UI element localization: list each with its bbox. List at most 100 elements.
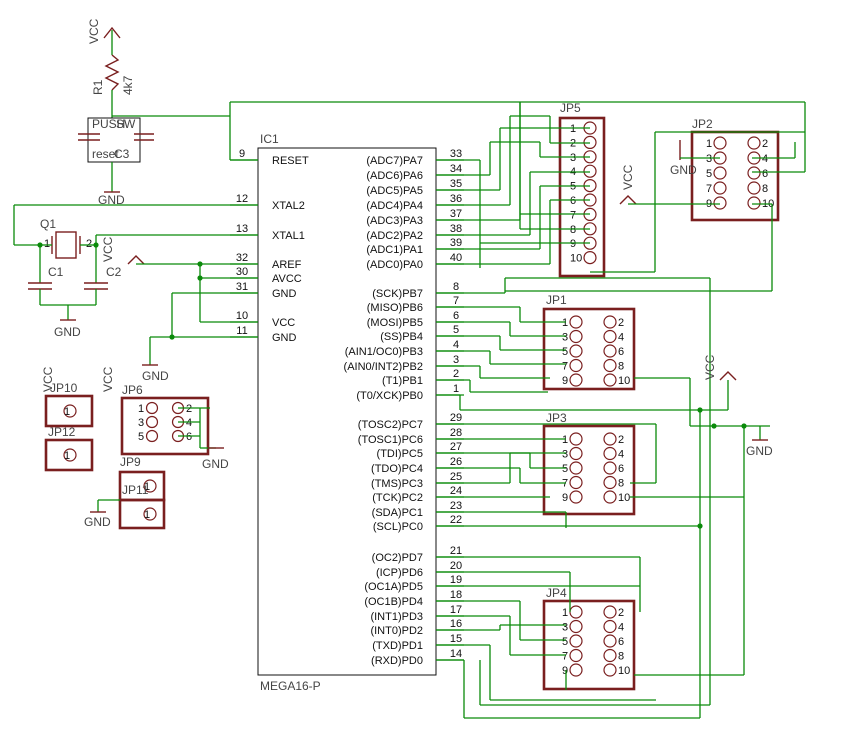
jp1-pin-number: 3 bbox=[562, 332, 568, 344]
jp2-pin-pad bbox=[747, 166, 761, 180]
ic1-pin-name: (SDA)PC1 bbox=[372, 507, 423, 519]
q1-label: Q1 bbox=[40, 217, 56, 231]
jp6-label: JP6 bbox=[122, 383, 143, 397]
ic1-pin-name: (ADC0)PA0 bbox=[366, 259, 423, 271]
jp1-pin-number: 6 bbox=[618, 346, 624, 358]
ic1-pin-number: 23 bbox=[450, 500, 462, 512]
jp4-pin-pad bbox=[603, 619, 617, 634]
ic1-pin-name: (TDO)PC4 bbox=[371, 463, 423, 475]
jp4-pin-pad bbox=[569, 663, 583, 677]
jp1-pin-pad bbox=[603, 358, 617, 373]
jp4-pin-pad bbox=[603, 663, 617, 677]
jp10-label: JP10 bbox=[50, 381, 78, 395]
jp2-pin-pad bbox=[713, 166, 727, 180]
jp3-pin-pad bbox=[603, 461, 617, 475]
ic1-pin-number: 22 bbox=[450, 514, 462, 526]
ic1-pin-number: 10 bbox=[236, 310, 248, 322]
ic1-pin-name: (T1)PB1 bbox=[382, 375, 423, 387]
ic1-pin-number: 16 bbox=[450, 618, 462, 630]
ic1-pin-number: 32 bbox=[236, 252, 248, 264]
crystal-gnd-label: GND bbox=[54, 325, 81, 339]
jp5-pin-pad bbox=[583, 164, 597, 178]
ic1-pin-number: 2 bbox=[453, 368, 459, 380]
ic1-pin-number: 31 bbox=[236, 281, 248, 293]
jp1-pin-pad bbox=[603, 373, 617, 387]
ic1-pin-name: (TCK)PC2 bbox=[372, 492, 423, 504]
jp3-pin-pad bbox=[569, 432, 583, 446]
ic1-pin-number: 14 bbox=[450, 648, 462, 660]
r1-value-label: 4k7 bbox=[121, 75, 135, 95]
jp2-pin-pad bbox=[713, 181, 727, 195]
jp2-pin-number: 1 bbox=[706, 138, 712, 150]
jp6-gnd-label: GND bbox=[202, 457, 229, 471]
ic1-pin-name: GND bbox=[272, 288, 297, 300]
jp4-pin-pad bbox=[569, 634, 583, 648]
ic1-pin-name: (TDI)PC5 bbox=[377, 448, 423, 460]
c2-vcc-label: VCC bbox=[101, 236, 115, 262]
ic1-pin-name: (OC2)PD7 bbox=[372, 552, 423, 564]
push-label: PUSH bbox=[92, 117, 125, 131]
ic1-pin-name: (TOSC1)PC6 bbox=[358, 434, 423, 446]
jp1-pin-number: 5 bbox=[562, 346, 568, 358]
reset-label: reset bbox=[92, 147, 119, 161]
ic1-pin-number: 38 bbox=[450, 223, 462, 235]
jp10-pin1: 1 bbox=[64, 406, 70, 418]
jp3-pin-pad bbox=[603, 446, 617, 461]
jp1-pin-pad bbox=[603, 315, 617, 329]
jp11-header: 1 GND bbox=[84, 498, 166, 530]
reset-gnd-label: GND bbox=[98, 193, 125, 207]
jp4-pin-number: 8 bbox=[618, 651, 624, 663]
jp9-header: 1 JP9 JP11 bbox=[118, 455, 166, 502]
jp2-pin-pad bbox=[747, 196, 761, 210]
c2-label: C2 bbox=[106, 265, 122, 279]
jp6-vcc-label: VCC bbox=[101, 366, 115, 392]
jp1-gnd-label: GND bbox=[746, 444, 773, 458]
jp12-header: 1 JP12 bbox=[44, 425, 94, 472]
jp2-pin-pad bbox=[713, 136, 727, 150]
jp4-pin-number: 7 bbox=[562, 651, 568, 663]
jp4-outline bbox=[542, 599, 636, 691]
jp5-pin-number: 3 bbox=[570, 152, 576, 164]
jp4-pin-pad bbox=[603, 605, 617, 619]
jp3-pin-pad bbox=[569, 490, 583, 504]
ic1-pin-name: (INT0)PD2 bbox=[370, 625, 423, 637]
ic1-pin-name: (ADC4)PA4 bbox=[366, 200, 423, 212]
ic1-pin-name: (T0/XCK)PB0 bbox=[356, 390, 423, 402]
ic1-pin-name: (TOSC2)PC7 bbox=[358, 419, 423, 431]
ic1-pin-number: 27 bbox=[450, 441, 462, 453]
jp4-pin-number: 4 bbox=[618, 622, 624, 634]
ic1-pin-name: XTAL2 bbox=[272, 200, 305, 212]
jp3-pin-number: 8 bbox=[618, 478, 624, 490]
ic1-pin-number: 28 bbox=[450, 427, 462, 439]
crystal-circuit: Q1 1 2 C1 C2 GND VCC bbox=[13, 204, 258, 339]
ic1-pin-name: (MOSI)PB5 bbox=[367, 317, 423, 329]
ic1-pin-name: RESET bbox=[272, 155, 309, 167]
ic1-pin-name: (TXD)PD1 bbox=[372, 640, 423, 652]
jp3-pin-number: 10 bbox=[618, 492, 630, 504]
ic1-pin-name: (OC1A)PD5 bbox=[364, 581, 423, 593]
jp9-pin1: 1 bbox=[144, 481, 150, 493]
jp1-pin-number: 7 bbox=[562, 361, 568, 373]
c1-label: C1 bbox=[48, 265, 64, 279]
ic1-pin-number: 7 bbox=[453, 295, 459, 307]
ic1-pin-name: AREF bbox=[272, 259, 302, 271]
jp5-pin-number: 8 bbox=[570, 224, 576, 236]
ic1-pin-number: 11 bbox=[236, 325, 247, 337]
sw-label: SW bbox=[116, 117, 136, 131]
ic1-body bbox=[257, 147, 437, 676]
jp4-pin-number: 6 bbox=[618, 636, 624, 648]
ic1-pin-name: (SCK)PB7 bbox=[372, 288, 423, 300]
jp2-pin-number: 3 bbox=[706, 153, 712, 165]
jp3-pin-number: 1 bbox=[562, 434, 568, 446]
jp1-pin-pad bbox=[569, 329, 583, 344]
ic1-pin-name: (ADC2)PA2 bbox=[366, 230, 423, 242]
jp1-vcc-label: VCC bbox=[703, 354, 717, 380]
jp2-pin-pad bbox=[747, 136, 761, 150]
ic1-pin-number: 25 bbox=[450, 471, 462, 483]
jp3-pin-number: 6 bbox=[618, 463, 624, 475]
jp4-pin-number: 3 bbox=[562, 622, 568, 634]
jp4-pin-pad bbox=[603, 648, 617, 663]
